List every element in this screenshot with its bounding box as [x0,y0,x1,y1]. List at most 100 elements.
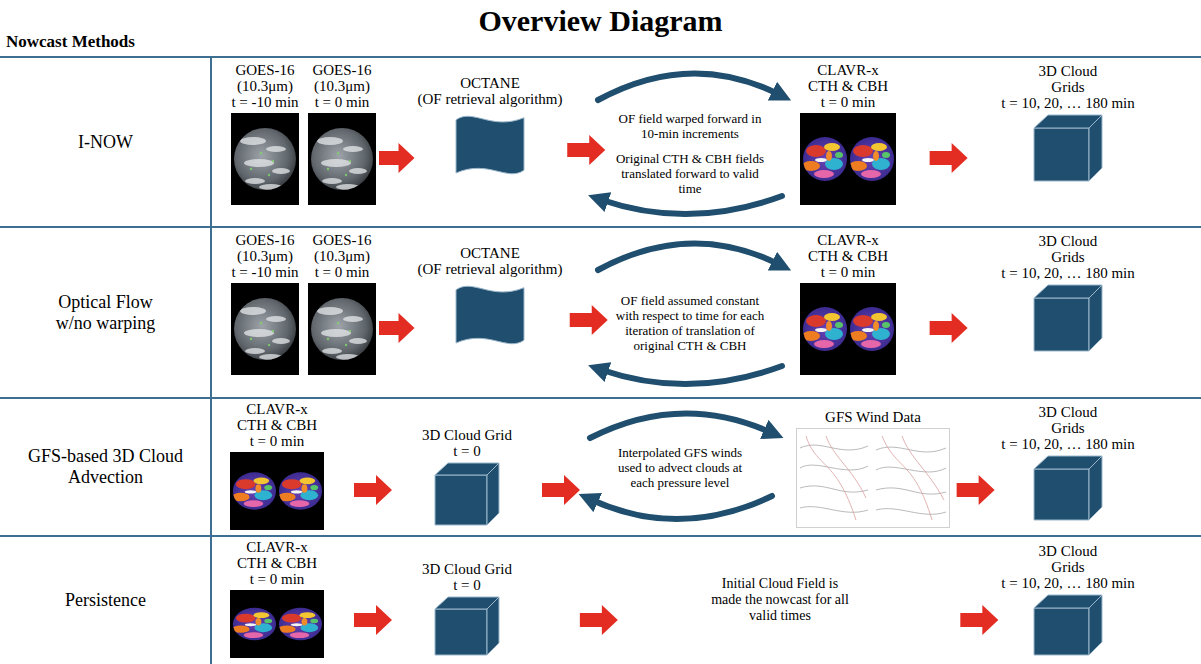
description-text: Original CTH & CBH fields translated for… [610,151,770,196]
picture-area [455,110,525,180]
cycle-arrows [590,73,782,519]
block-arrow [567,135,605,165]
block-arrow [354,605,392,635]
heading-text: OCTANE [418,245,563,261]
heading-text: 3D Cloud Grids [1028,404,1108,436]
cube-face [435,475,487,525]
algorithm-shape: OCTANE(OF retrieval algorithm) [418,245,563,350]
node-heading: GFS Wind Data [796,409,950,425]
picture-area [308,113,376,205]
heading-text: 3D Cloud Grids [1028,233,1108,265]
clavr-image [230,452,324,530]
heading-text: 3D Cloud Grids [1028,63,1108,95]
heading-text: (OF retrieval algorithm) [418,91,563,107]
block-arrow [930,313,968,343]
satellite-image: CLAVR-xCTH & CBHt = 0 min [230,401,324,530]
description-text: OF field warped forward in 10-min increm… [610,111,770,141]
heading-text: t = 10, 20, … 180 min [1001,436,1134,452]
row-label-cell: Optical Flow w/no warping [0,228,211,397]
heading-text: OCTANE [418,75,563,91]
picture-area [796,428,950,528]
picture-area [230,452,324,530]
cube-outline [434,462,500,526]
cycle-arc [598,73,778,100]
block-arrow [570,305,608,335]
cube-outline [1033,455,1103,521]
satellite-image: GOES-16(10.3μm)t = -10 min [231,232,299,375]
diagram-title: Overview Diagram [478,4,722,38]
picture-area [1033,455,1103,521]
gfs-wind-image [797,429,950,528]
picture-area [434,596,500,656]
clavr-image [800,113,896,205]
heading-text: t = 0 min [800,94,896,110]
picture-area [800,283,896,375]
cloud-grid-cube: 3D Cloud Gridt = 0 [422,561,512,656]
cube-face [1034,128,1089,181]
picture-area [230,590,324,658]
heading-text: (10.3μm) [231,78,299,94]
row-label-cell: Persistence [0,537,211,664]
picture-area [434,462,500,526]
cycle-arc [602,196,782,214]
heading-text: GFS Wind Data [796,409,950,425]
row-band: I-NOW GOES-16(10.3μm)t = -10 min GOES-16(1… [0,56,1201,226]
node-heading: OCTANE(OF retrieval algorithm) [418,75,563,107]
row-band: Optical Flow w/no warping GOES-16(10.3μm)… [0,226,1201,397]
satellite-image: CLAVR-xCTH & CBHt = 0 min [800,62,896,205]
block-arrow [580,605,618,635]
node-heading: GOES-16(10.3μm)t = 0 min [308,232,376,280]
wave-outline [455,110,525,180]
block-arrow [960,605,998,635]
node-heading: 3D Cloud Gridst = 10, 20, … 180 min [1001,404,1134,452]
node-heading: 3D Cloud Gridst = 10, 20, … 180 min [1001,233,1134,281]
node-heading: 3D Cloud Gridt = 0 [422,561,512,593]
clavr-image [800,283,896,375]
row-label-cell: GFS-based 3D Cloud Advection [0,399,211,535]
picture-area [800,113,896,205]
node-heading: 3D Cloud Gridst = 10, 20, … 180 min [1001,63,1134,111]
heading-text: t = 0 [422,443,512,459]
cube-outline [1033,594,1103,656]
heading-text: GOES-16 [231,62,299,78]
cloud-grid-cube: 3D Cloud Gridst = 10, 20, … 180 min [1001,543,1134,656]
cycle-arc [602,366,782,384]
description-text: OF field assumed constant with respect t… [615,293,765,353]
picture-area [1033,284,1103,352]
cube-face [487,463,499,525]
heading-text: CTH & CBH [800,248,896,264]
heading-text: CLAVR-x [800,62,896,78]
node-heading: 3D Cloud Gridt = 0 [422,427,512,459]
row-label-cell: I-NOW [0,58,211,226]
cube-face [487,597,499,655]
heading-text: t = -10 min [231,94,299,110]
heading-text: 3D Cloud Grid [422,427,512,443]
heading-text: t = 0 min [308,264,376,280]
picture-area [231,113,299,205]
heading-text: (10.3μm) [308,248,376,264]
wave-face [456,116,524,173]
satellite-image: GFS Wind Data [796,409,950,528]
heading-text: 3D Cloud Grid [422,561,512,577]
row-label: I-NOW [78,132,133,153]
cube-face [435,609,487,655]
cycle-arc [590,413,770,438]
row-band: PersistenceCLAVR-xCTH & CBHt = 0 min3D C… [0,535,1201,664]
cube-face [1089,115,1102,181]
heading-text: CLAVR-x [230,539,324,555]
row-label: Optical Flow w/no warping [41,292,171,334]
node-heading: CLAVR-xCTH & CBHt = 0 min [800,232,896,280]
node-heading: GOES-16(10.3μm)t = 0 min [308,62,376,110]
cloud-grid-cube: 3D Cloud Gridst = 10, 20, … 180 min [1001,63,1134,182]
block-arrow [379,143,415,173]
heading-text: t = 0 min [230,433,324,449]
node-heading: CLAVR-xCTH & CBHt = 0 min [800,62,896,110]
description-text: Interpolated GFS winds used to advect cl… [610,445,750,490]
text-node: Initial Cloud Field is made the nowcast … [705,576,855,624]
cycle-arc [592,496,772,519]
goes-image [308,113,376,205]
cloud-grid-cube: 3D Cloud Gridst = 10, 20, … 180 min [1001,404,1134,521]
heading-text: CTH & CBH [230,417,324,433]
column-header: Nowcast Methods [6,32,135,52]
